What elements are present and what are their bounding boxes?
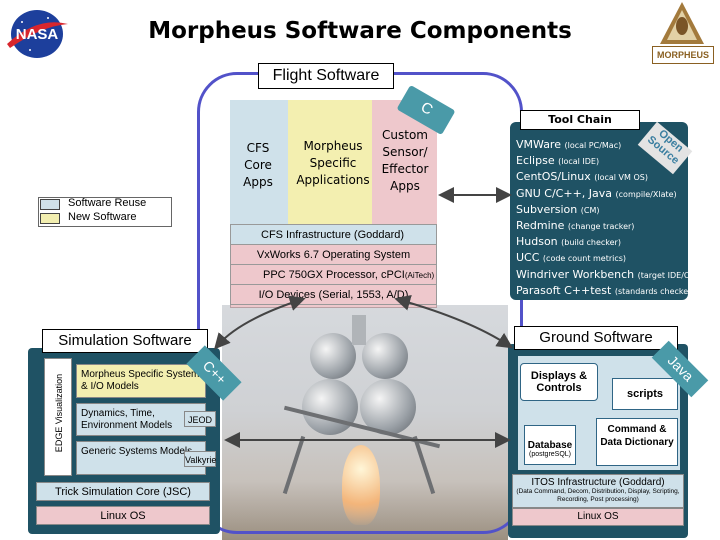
- nasa-logo-text: NASA: [16, 26, 59, 43]
- tool-item: Eclipse (local IDE): [516, 154, 599, 167]
- tool-item-name: Eclipse: [516, 154, 559, 168]
- lander-photo: [222, 305, 508, 540]
- tool-item: Parasoft C++test (standards checker): [516, 284, 695, 297]
- legend-new-swatch: [40, 213, 60, 224]
- legend-new-label: New Software: [68, 211, 137, 223]
- ground-linux-layer: Linux OS: [512, 508, 684, 526]
- tool-item-note: (local PC/Mac): [564, 141, 622, 150]
- tool-item-name: Parasoft C++test: [516, 283, 615, 297]
- tool-item-name: CentOS/Linux: [516, 170, 595, 184]
- tool-item: Windriver Workbench (target IDE/OS): [516, 268, 698, 281]
- tool-item-note: (standards checker): [614, 286, 695, 296]
- tool-item-name: VMWare: [516, 138, 565, 151]
- custom-apps-label: Custom Sensor/ Effector Apps: [381, 128, 429, 193]
- itos-label: ITOS Infrastructure (Goddard): [531, 477, 665, 488]
- legend: [38, 197, 172, 227]
- io-devices-layer: I/O Devices (Serial, 1553, A/D): [230, 284, 437, 305]
- processor-note: (AiTech): [404, 271, 435, 280]
- tool-item-name: UCC: [516, 251, 543, 265]
- itos-note: (Data Command, Decom, Distribution, Disp…: [516, 488, 680, 503]
- valkyrie-label: Valkyrie: [184, 451, 216, 467]
- command-dictionary-block: Command & Data Dictionary: [596, 418, 678, 466]
- tool-item-name: Windriver Workbench: [516, 267, 638, 281]
- tool-item-name: GNU C/C++, Java: [516, 186, 616, 200]
- ground-title: Ground Software: [514, 326, 678, 350]
- edge-visualization-bar: [44, 358, 72, 476]
- tool-item: GNU C/C++, Java (compile/Xlate): [516, 187, 677, 200]
- jeod-label: JEOD: [184, 411, 216, 427]
- processor-label: PPC 750GX Processor, cPCI: [263, 269, 405, 281]
- morpheus-apps-label: Morpheus Specific Applications: [296, 139, 370, 187]
- itos-layer: ITOS Infrastructure (Goddard) (Data Comm…: [512, 474, 684, 508]
- tool-item-note: (compile/Xlate): [615, 189, 677, 199]
- edge-visualization-label: EDGE Visualization: [54, 373, 64, 453]
- displays-controls-block: Displays & Controls: [520, 363, 598, 401]
- morpheus-apps-area: [288, 100, 372, 232]
- simulation-title: Simulation Software: [42, 329, 208, 353]
- morpheus-logo-text: MORPHEUS: [652, 46, 714, 64]
- tool-item-note: (code count metrics): [542, 254, 627, 264]
- database-block: Database (postgreSQL): [524, 425, 576, 465]
- processor-layer: PPC 750GX Processor, cPCI(AiTech): [230, 264, 437, 285]
- tool-item: Subversion (CM): [516, 203, 599, 216]
- tool-item-note: (local VM OS): [594, 173, 648, 183]
- database-label: Database: [527, 440, 573, 451]
- database-note: (postgreSQL): [528, 451, 572, 458]
- cfs-infrastructure-layer: CFS Infrastructure (Goddard): [230, 224, 437, 245]
- tool-item: Hudson (build checker): [516, 235, 621, 248]
- tool-item: UCC (code count metrics): [516, 251, 626, 264]
- tool-item-note: (change tracker): [567, 222, 635, 231]
- tool-item-note: (CM): [580, 205, 600, 215]
- tool-item-name: Redmine: [516, 219, 568, 232]
- flight-software-label: Flight Software: [258, 63, 394, 89]
- tool-item: Redmine (change tracker): [516, 219, 634, 232]
- tool-item: VMWare (local PC/Mac): [516, 138, 621, 151]
- cfs-core-apps-label: CFS Core Apps: [243, 141, 273, 189]
- tool-item-name: Subversion: [516, 202, 581, 216]
- tool-item-name: Hudson: [516, 235, 562, 249]
- tool-item-note: (target IDE/OS): [637, 270, 699, 280]
- scripts-block: scripts: [612, 378, 678, 410]
- tool-item-note: (local IDE): [558, 157, 600, 167]
- cfs-apps-block: [230, 100, 288, 224]
- sim-linux-layer: Linux OS: [36, 506, 210, 525]
- legend-reuse-label: Software Reuse: [68, 197, 147, 209]
- tool-item-note: (build checker): [561, 238, 621, 248]
- tool-item: CentOS/Linux (local VM OS): [516, 170, 648, 183]
- tool-chain-title: Tool Chain: [520, 110, 640, 130]
- morpheus-models-block: Morpheus Specific System & I/O Models: [76, 364, 206, 398]
- vxworks-layer: VxWorks 6.7 Operating System: [230, 244, 437, 265]
- nasa-logo: NASA: [2, 6, 72, 62]
- page-title: Morpheus Software Components: [148, 18, 572, 44]
- trick-core-layer: Trick Simulation Core (JSC): [36, 482, 210, 501]
- legend-reuse-swatch: [40, 199, 60, 210]
- morpheus-emblem-icon: [652, 0, 712, 46]
